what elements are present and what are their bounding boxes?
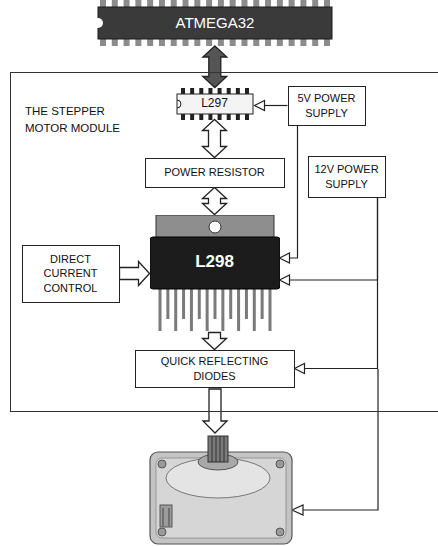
box-label: QUICK REFLECTING DIODES	[159, 354, 271, 383]
module-outline: THE STEPPER MOTOR MODULE L297 5V POWER SUP…	[10, 72, 438, 412]
arrowhead	[280, 253, 290, 263]
block-arrow-shape	[203, 46, 227, 88]
connector	[203, 120, 227, 158]
arrowhead	[280, 275, 290, 285]
chip-label: L298	[150, 252, 280, 272]
connector	[280, 198, 378, 286]
power-supply-box: 5V POWER SUPPLY	[288, 86, 366, 126]
block-arrow	[203, 389, 227, 433]
box-label: 5V POWER SUPPLY	[296, 91, 358, 120]
connector	[295, 198, 378, 374]
connector	[120, 262, 150, 286]
connector	[255, 101, 288, 111]
arrowhead	[255, 101, 265, 111]
microcontroller-chip: ATMEGA32	[95, 0, 335, 46]
connector	[203, 333, 227, 350]
wire-line	[305, 198, 378, 369]
block-arrow-shape	[203, 188, 227, 215]
block-arrow-shape	[120, 262, 150, 286]
block-arrow-shape	[203, 333, 227, 350]
connector	[203, 188, 227, 215]
power-supply-box: 12V POWER SUPPLY	[308, 156, 386, 198]
block-arrow-shape	[203, 120, 227, 158]
connector	[280, 126, 298, 264]
wire-arrowhead	[292, 505, 303, 515]
chip-label: ATMEGA32	[95, 14, 335, 32]
arrowhead	[295, 364, 305, 374]
module-title: THE STEPPER MOTOR MODULE	[25, 103, 145, 136]
wire-line	[290, 198, 378, 281]
driver-chip: L297	[175, 88, 255, 120]
box-label: 12V POWER SUPPLY	[314, 162, 380, 191]
resistor-box: POWER RESISTOR	[145, 158, 285, 188]
box-label: POWER RESISTOR	[164, 165, 265, 179]
bridge-driver-chip: L298	[150, 215, 280, 333]
chip-label: L297	[175, 96, 255, 110]
stepper-motor	[150, 436, 292, 544]
connector	[203, 46, 227, 88]
box-label: DIRECT CURRENT CONTROL	[41, 252, 101, 295]
wire-line	[265, 105, 288, 106]
diode-box: QUICK REFLECTING DIODES	[135, 350, 295, 388]
chip-drawing	[150, 215, 280, 333]
wire-line	[290, 126, 298, 259]
control-box: DIRECT CURRENT CONTROL	[22, 245, 120, 303]
supply-wire	[303, 369, 378, 510]
